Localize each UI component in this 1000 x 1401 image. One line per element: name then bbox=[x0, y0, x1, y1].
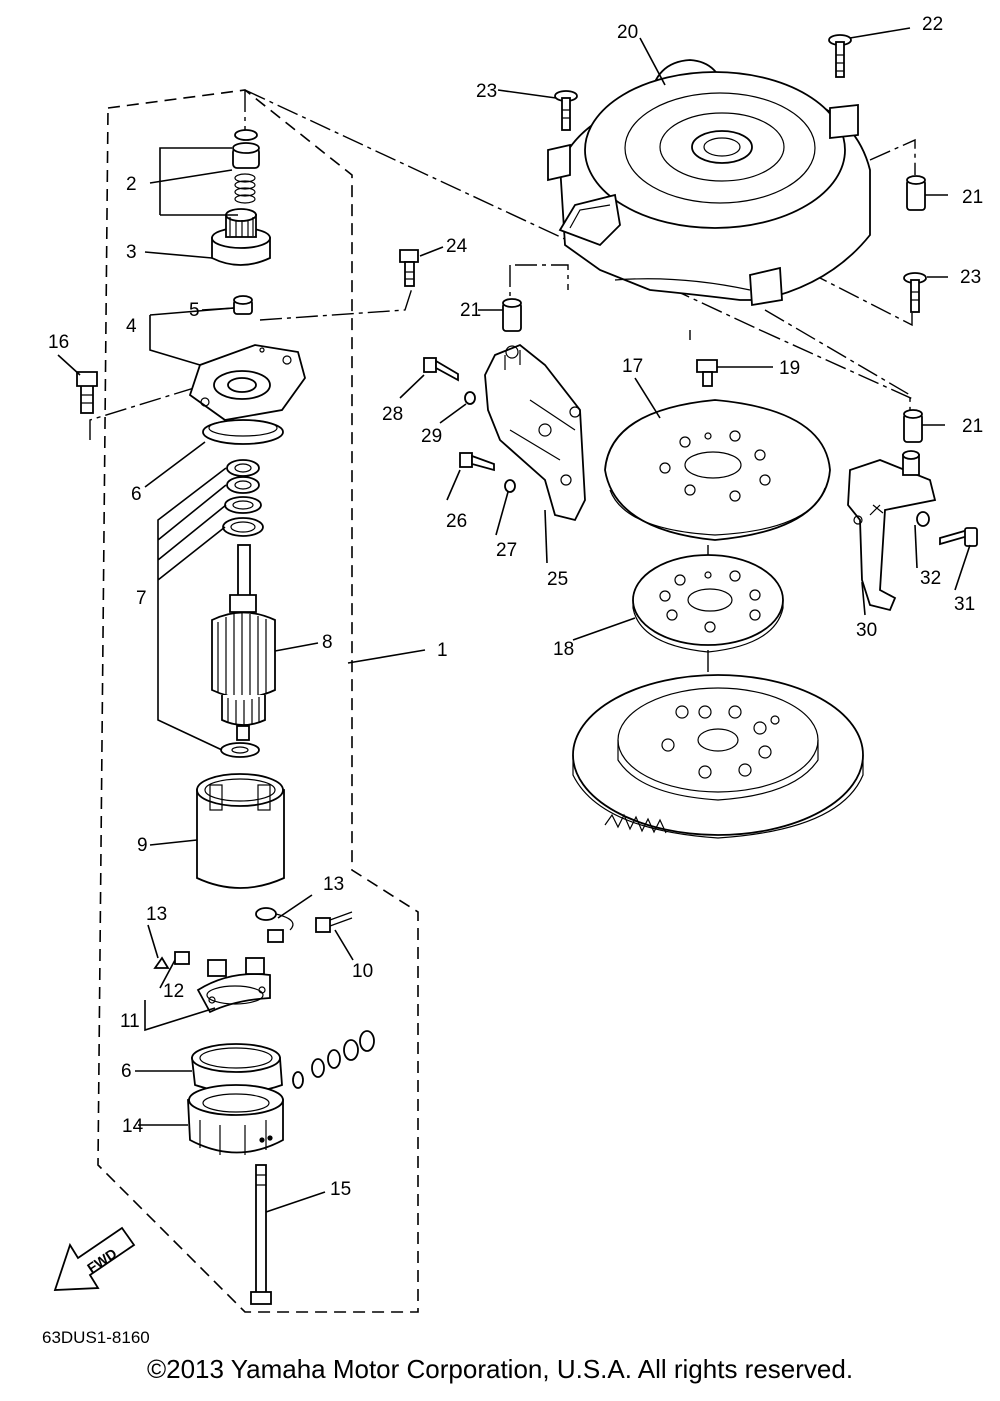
leader-lines bbox=[57, 27, 971, 1213]
bolt-19 bbox=[696, 359, 718, 387]
part-label-27: 27 bbox=[496, 540, 517, 561]
part-label-23: 23 bbox=[960, 267, 981, 288]
part-label-31: 31 bbox=[954, 594, 975, 615]
part-label-17: 17 bbox=[622, 356, 643, 377]
grommet-21-b bbox=[502, 298, 522, 332]
part-label-18: 18 bbox=[553, 639, 574, 660]
part-label-11: 11 bbox=[120, 1011, 140, 1032]
flywheel-cover bbox=[547, 59, 871, 307]
bracket-25 bbox=[484, 343, 586, 522]
part-label-26: 26 bbox=[446, 511, 467, 532]
part-label-14: 14 bbox=[122, 1116, 144, 1137]
part-label-1: 1 bbox=[437, 640, 448, 661]
part-label-22: 22 bbox=[922, 14, 943, 35]
part-label-29: 29 bbox=[421, 426, 442, 447]
washer-32 bbox=[916, 511, 930, 527]
spring bbox=[234, 173, 256, 204]
terminal-brush bbox=[255, 907, 353, 943]
assembly-boundary bbox=[97, 89, 419, 1313]
part-label-32: 32 bbox=[920, 568, 941, 589]
part-label-28: 28 bbox=[382, 404, 403, 425]
part-label-21: 21 bbox=[460, 300, 481, 321]
brush-holder bbox=[196, 957, 271, 1014]
part-label-25: 25 bbox=[547, 569, 568, 590]
part-label-12: 12 bbox=[163, 981, 184, 1002]
bushing bbox=[233, 295, 253, 315]
snap-ring bbox=[234, 129, 258, 141]
part-label-21: 21 bbox=[962, 416, 983, 437]
part-label-23: 23 bbox=[476, 81, 497, 102]
o-ring-lower bbox=[190, 1043, 283, 1094]
brushes bbox=[153, 951, 190, 969]
part-label-3: 3 bbox=[126, 242, 137, 263]
armature bbox=[211, 544, 276, 741]
bolt-16 bbox=[76, 371, 98, 414]
part-label-30: 30 bbox=[856, 620, 877, 641]
stopper-collar bbox=[232, 142, 260, 169]
grommet-21-c bbox=[903, 409, 923, 443]
part-label-16: 16 bbox=[48, 332, 69, 353]
bolt-24 bbox=[399, 249, 419, 287]
washer-29 bbox=[464, 391, 476, 405]
part-number-labels: 1234566789101112131314151617181920212121… bbox=[48, 14, 983, 1200]
part-label-7: 7 bbox=[136, 588, 147, 609]
screw-23-lower bbox=[903, 272, 927, 313]
part-label-2: 2 bbox=[126, 174, 137, 195]
washer-27 bbox=[504, 479, 516, 493]
fwd-arrow: FWD bbox=[53, 1226, 136, 1291]
part-label-6: 6 bbox=[121, 1061, 132, 1082]
part-label-5: 5 bbox=[189, 300, 200, 321]
part-label-4: 4 bbox=[126, 316, 137, 337]
bolt-28 bbox=[423, 357, 459, 382]
bolt-31 bbox=[939, 527, 978, 547]
yoke bbox=[196, 773, 285, 889]
drawing-code: 63DUS1-8160 bbox=[42, 1328, 150, 1347]
part-label-10: 10 bbox=[352, 961, 373, 982]
upper-bracket bbox=[188, 344, 306, 421]
part-label-8: 8 bbox=[322, 632, 333, 653]
part-label-6: 6 bbox=[131, 484, 142, 505]
lower-bracket bbox=[187, 1084, 284, 1155]
screw-23-upper bbox=[554, 90, 578, 131]
part-label-19: 19 bbox=[779, 358, 800, 379]
part-label-20: 20 bbox=[617, 22, 638, 43]
through-bolt bbox=[250, 1164, 272, 1305]
plate-18 bbox=[632, 554, 784, 653]
pinion-gear bbox=[211, 208, 271, 266]
grommet-21-a bbox=[906, 175, 926, 211]
part-label-9: 9 bbox=[137, 835, 148, 856]
screw-22 bbox=[828, 34, 852, 78]
armature-washer bbox=[220, 742, 260, 758]
part-label-15: 15 bbox=[330, 1179, 351, 1200]
part-label-13: 13 bbox=[323, 874, 344, 895]
part-label-24: 24 bbox=[446, 236, 468, 257]
flywheel bbox=[572, 674, 864, 839]
terminal-nuts bbox=[292, 1030, 375, 1089]
pulser-bracket bbox=[847, 450, 937, 612]
part-label-21: 21 bbox=[962, 187, 983, 208]
washers bbox=[222, 459, 264, 537]
o-ring-upper bbox=[202, 419, 284, 445]
bolt-26 bbox=[459, 452, 495, 472]
part-label-13: 13 bbox=[146, 904, 167, 925]
stator-plate bbox=[604, 399, 831, 541]
copyright-notice: ©2013 Yamaha Motor Corporation, U.S.A. A… bbox=[147, 1354, 853, 1384]
